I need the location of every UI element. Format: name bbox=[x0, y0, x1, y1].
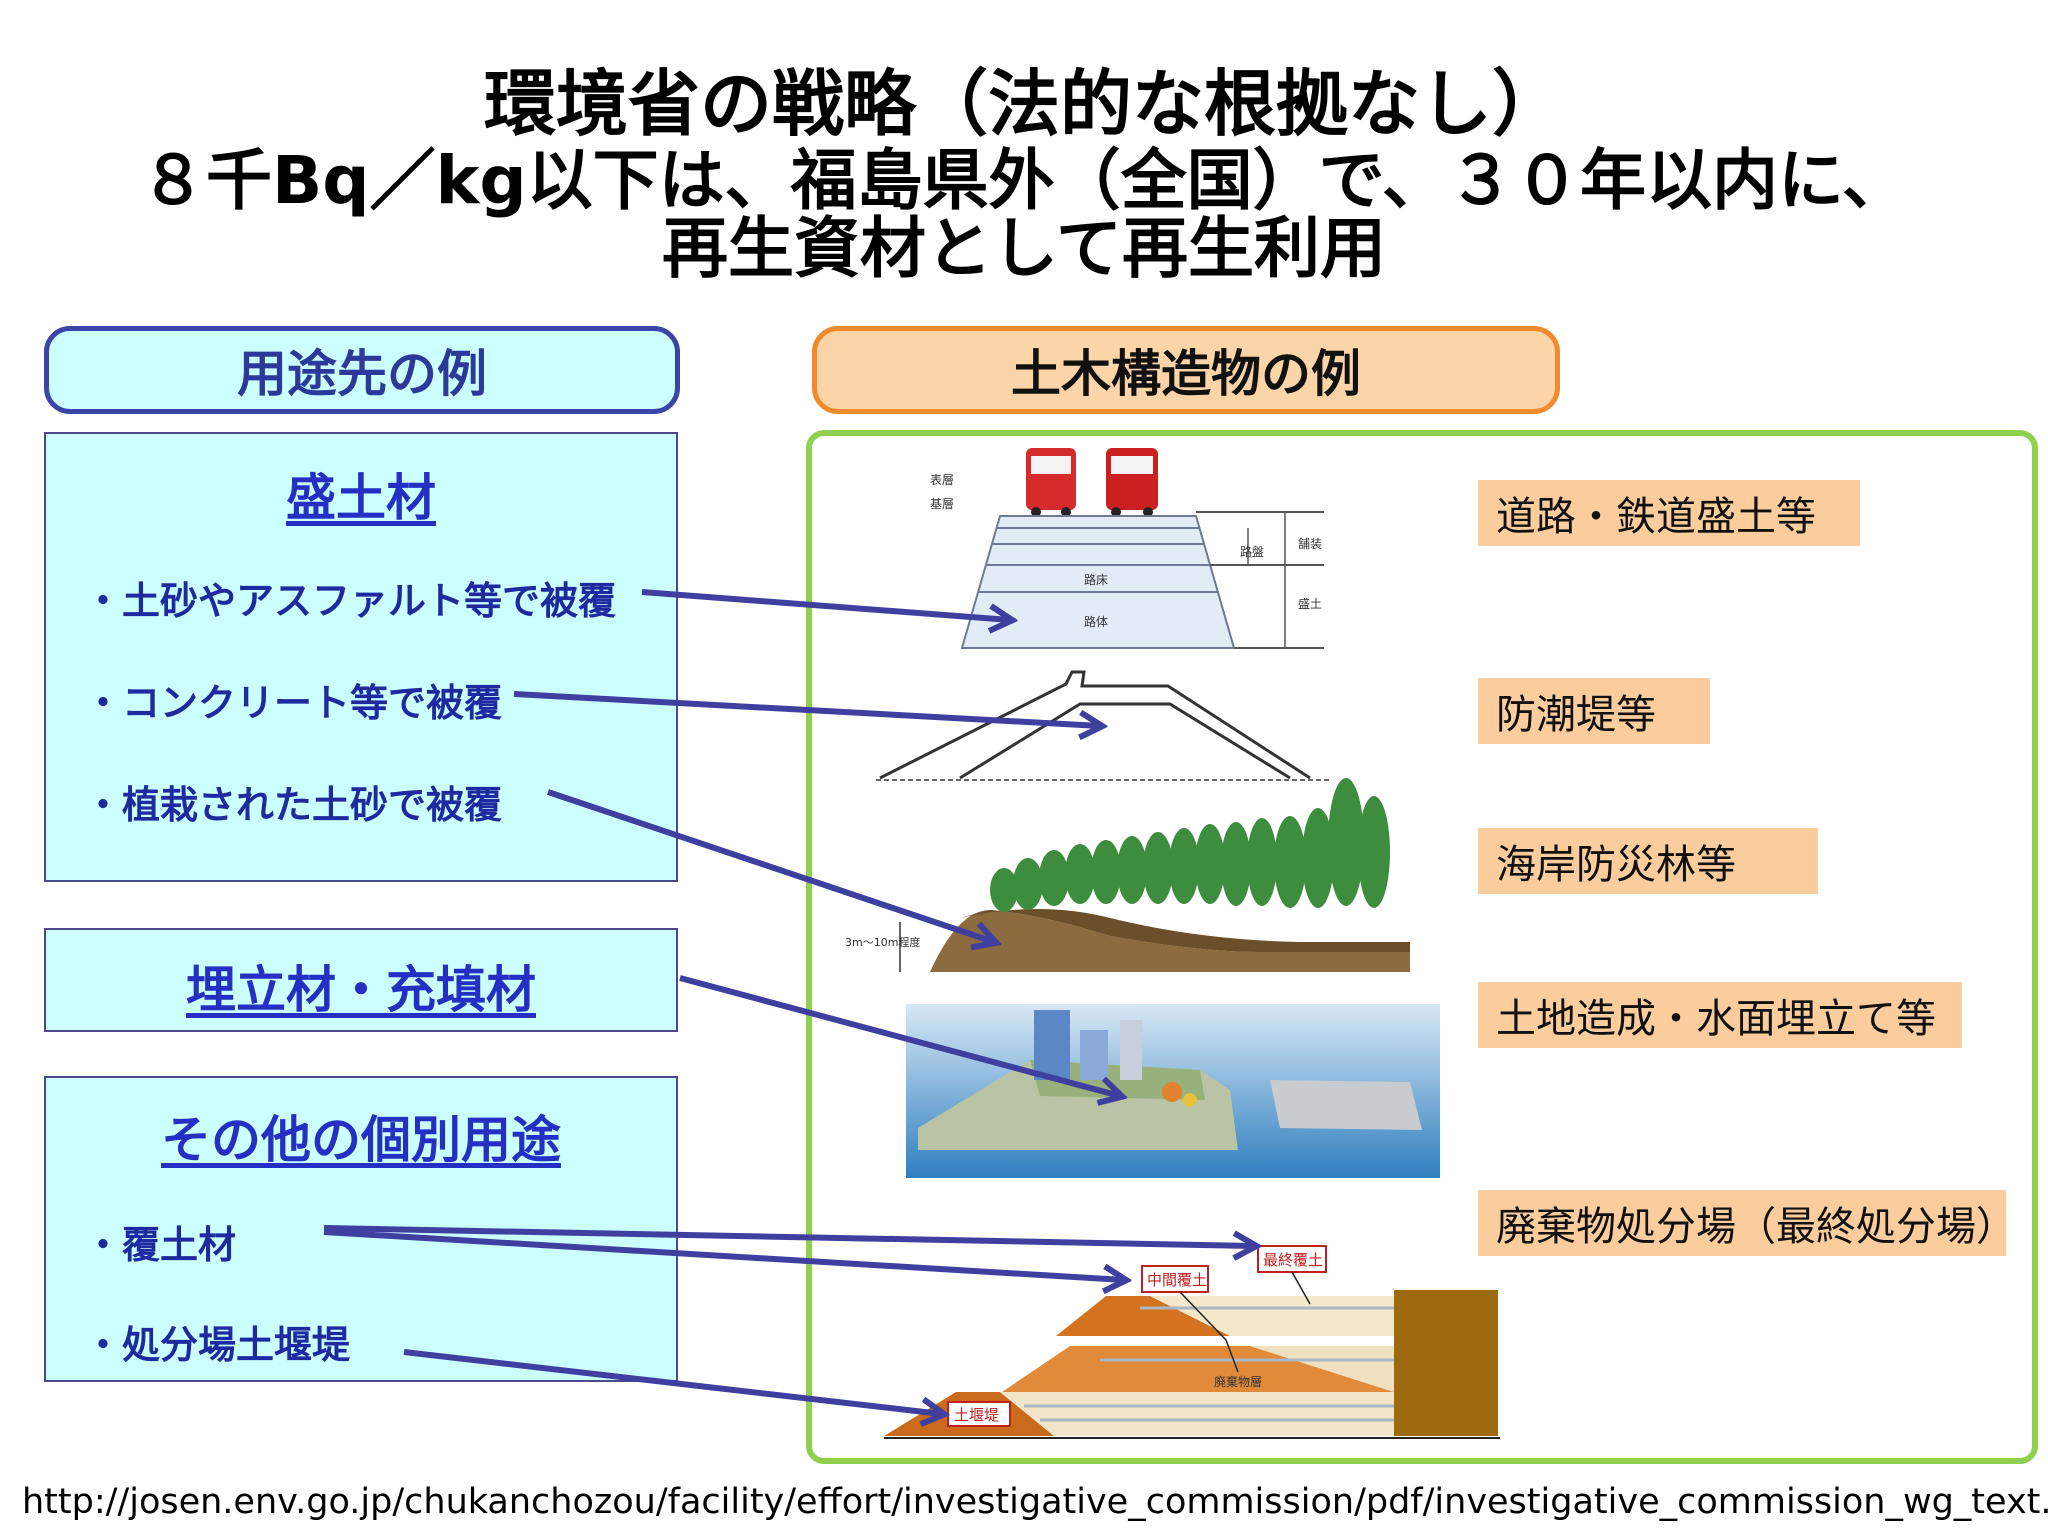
civil-structure-examples-header: 土木構造物の例 bbox=[812, 326, 1560, 414]
road-embankment-diagram: 表層 基層 路盤 舗装 路床 路体 盛土 bbox=[930, 448, 1324, 649]
title-line-2: ８千Bq／kg以下は、福島県外（全国）で、３０年以内に、 bbox=[139, 142, 1909, 219]
land-reclamation-diagram bbox=[906, 1004, 1440, 1178]
title-line-1: 環境省の戦略（法的な根拠なし） bbox=[483, 62, 1564, 146]
usage-item-planted-soil: ・植栽された土砂で被覆 bbox=[84, 783, 503, 827]
coastal-forest-diagram: 3m～10m程度 bbox=[845, 778, 1410, 972]
label-seawall: 防潮堤等 bbox=[1478, 678, 1710, 744]
arrow-concrete-to-seawall bbox=[513, 691, 1100, 726]
subgrade-top-label: 路床 bbox=[1084, 572, 1108, 587]
arrow-cover-soil-to-intermediate-cover bbox=[323, 1229, 1124, 1280]
label-land-reclamation: 土地造成・水面埋立て等 bbox=[1478, 982, 1962, 1048]
other-uses-box: その他の個別用途 ・覆土材 ・処分場土堰堤 bbox=[44, 1076, 678, 1382]
road-base-label: 基層 bbox=[930, 497, 954, 511]
label-waste-disposal-site: 廃棄物処分場（最終処分場） bbox=[1478, 1190, 2016, 1256]
road-surface-label: 表層 bbox=[930, 473, 954, 487]
roadbed-label: 路盤 bbox=[1240, 544, 1264, 559]
arrow-soil-asphalt-to-road bbox=[641, 589, 1010, 620]
structure-examples-frame bbox=[806, 430, 2038, 1464]
landfill-filler-title: 埋立材・充填材 bbox=[186, 961, 536, 1019]
seawall-diagram bbox=[876, 670, 1330, 781]
arrow-planted-soil-to-forest bbox=[547, 789, 994, 942]
label-road-railway: 道路・鉄道盛土等 bbox=[1478, 480, 1860, 546]
embankment-material-box: 盛土材 ・土砂やアスファルト等で被覆 ・コンクリート等で被覆 ・植栽された土砂で… bbox=[44, 432, 678, 882]
bus-icon-1 bbox=[1026, 448, 1076, 517]
landfill-filler-box: 埋立材・充填材 bbox=[44, 928, 678, 1032]
usage-item-cover-soil: ・覆土材 bbox=[84, 1223, 237, 1267]
forest-height-label: 3m～10m程度 bbox=[845, 935, 920, 949]
arrow-disposal-bank-to-bank bbox=[403, 1349, 942, 1414]
waste-layer-label: 廃棄物層 bbox=[1214, 1374, 1262, 1389]
pavement-label: 舗装 bbox=[1298, 537, 1322, 551]
intermediate-cover-label: 中間覆土 bbox=[1147, 1271, 1207, 1289]
label-coastal-forest: 海岸防災林等 bbox=[1478, 828, 1818, 894]
bank-label: 土堰堤 bbox=[954, 1406, 999, 1424]
arrow-landfill-to-reclamation bbox=[679, 975, 1120, 1096]
bus-icon-2 bbox=[1106, 448, 1158, 517]
source-url: http://josen.env.go.jp/chukanchozou/faci… bbox=[22, 1482, 2048, 1522]
arrow-cover-soil-to-final-cover bbox=[323, 1225, 1254, 1246]
subgrade-body-label: 路体 bbox=[1084, 614, 1108, 629]
final-cover-label: 最終覆土 bbox=[1263, 1251, 1323, 1269]
other-uses-title: その他の個別用途 bbox=[161, 1111, 561, 1169]
usage-item-disposal-bank: ・処分場土堰堤 bbox=[84, 1323, 351, 1367]
embankment-label: 盛土 bbox=[1298, 596, 1322, 611]
title-line-3: 再生資材として再生利用 bbox=[661, 210, 1387, 287]
usage-item-concrete: ・コンクリート等で被覆 bbox=[84, 681, 503, 725]
waste-disposal-site-diagram: 中間覆土 最終覆土 土堰堤 廃棄物層 bbox=[884, 1245, 1500, 1439]
usage-item-soil-asphalt: ・土砂やアスファルト等で被覆 bbox=[84, 579, 617, 623]
embankment-material-title: 盛土材 bbox=[286, 469, 436, 527]
usage-examples-header: 用途先の例 bbox=[44, 326, 680, 414]
